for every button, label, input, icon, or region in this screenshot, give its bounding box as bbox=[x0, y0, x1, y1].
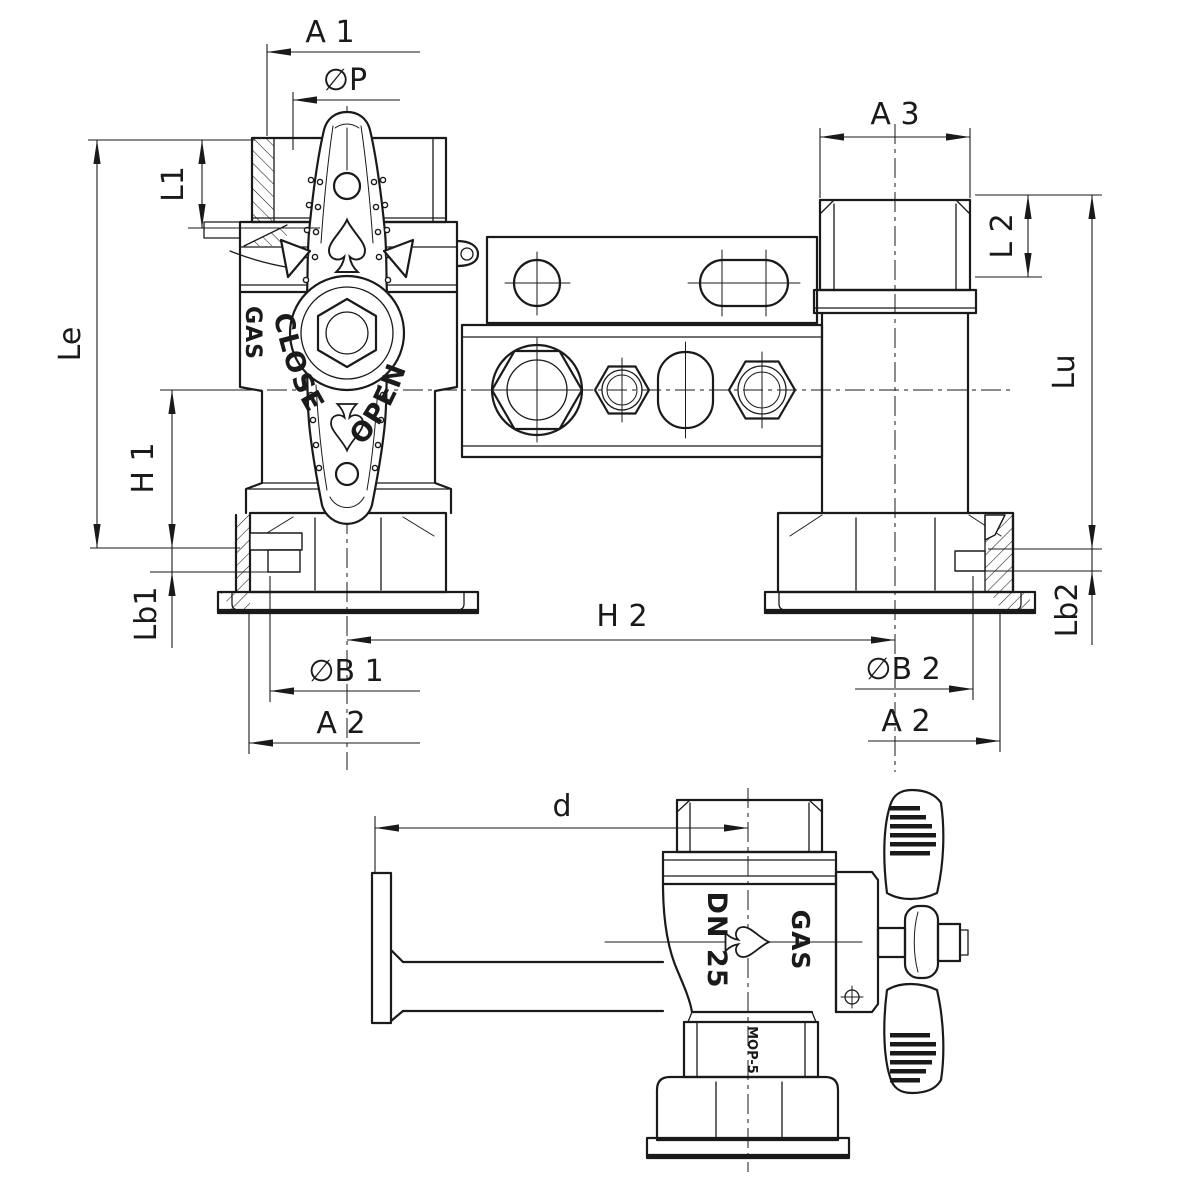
dim-lb1-label: Lb1 bbox=[129, 587, 164, 642]
valve-body-side: DN 25 GAS MOP-5 bbox=[645, 798, 880, 1160]
dim-l2: L 2 bbox=[975, 194, 1102, 278]
front-dimensions: A 1 ∅P Le L1 bbox=[53, 15, 1102, 754]
side-bottom-flange bbox=[645, 1136, 851, 1160]
dim-lu: Lu bbox=[988, 195, 1102, 550]
nut-right-bore-step bbox=[954, 550, 986, 572]
nut-bore-step1 bbox=[249, 532, 303, 551]
dim-p-label: ∅P bbox=[323, 63, 367, 98]
dim-le-label: Le bbox=[53, 327, 88, 362]
handle-hole-top bbox=[332, 171, 362, 201]
side-collar bbox=[661, 850, 838, 886]
left-valve bbox=[203, 136, 480, 615]
side-tab bbox=[203, 221, 241, 239]
dim-b2-label: ∅B 2 bbox=[865, 652, 940, 687]
dim-b2: ∅B 2 bbox=[855, 576, 974, 700]
dim-a3: A 3 bbox=[819, 97, 971, 198]
side-top-thread bbox=[675, 798, 824, 854]
dim-lb2-label: Lb2 bbox=[1050, 583, 1085, 638]
dim-a3-label: A 3 bbox=[870, 97, 919, 132]
ear-lug-hole bbox=[460, 247, 474, 261]
ear-lug bbox=[455, 239, 480, 268]
dim-h2: H 2 bbox=[347, 599, 895, 644]
stub-flange-disc bbox=[370, 871, 393, 1025]
manifold bbox=[460, 235, 824, 459]
handle-boss bbox=[288, 274, 406, 392]
dim-b1-label: ∅B 1 bbox=[308, 654, 383, 689]
front-view: CLOSE OPEN GAS A 1 ∅P bbox=[53, 15, 1102, 772]
side-union-nut bbox=[655, 1075, 840, 1142]
bracket-plate bbox=[485, 235, 819, 325]
dim-h2-label: H 2 bbox=[596, 599, 647, 634]
gas-marking-front: GAS bbox=[240, 306, 265, 360]
nut-section-hatch bbox=[236, 515, 250, 592]
stem-washer bbox=[959, 929, 969, 956]
nut-bore-step2 bbox=[267, 549, 301, 573]
dim-p: ∅P bbox=[292, 63, 400, 150]
dim-h1-label: H 1 bbox=[126, 442, 161, 493]
dim-a2-right-label: A 2 bbox=[881, 704, 930, 739]
dim-a1: A 1 bbox=[266, 15, 420, 136]
dim-l1: L1 bbox=[156, 140, 320, 229]
stem bbox=[876, 926, 907, 959]
flanged-stub bbox=[370, 871, 665, 1025]
close-arrow-triangle bbox=[279, 238, 312, 279]
mop-marking: MOP-5 bbox=[744, 1026, 759, 1074]
side-view: DN 25 GAS MOP-5 bbox=[370, 788, 969, 1172]
dim-lb1: Lb1 bbox=[129, 548, 272, 648]
dim-lu-label: Lu bbox=[1047, 354, 1082, 389]
dim-d: d bbox=[374, 789, 748, 874]
dim-a2-left: A 2 bbox=[248, 614, 420, 754]
dim-b1: ∅B 1 bbox=[269, 576, 420, 702]
hex-nut-small bbox=[593, 365, 651, 415]
open-arrow-triangle bbox=[382, 238, 415, 279]
gas-marking-side: GAS bbox=[786, 910, 815, 971]
right-pipe bbox=[763, 198, 1037, 615]
dim-a2-left-label: A 2 bbox=[316, 706, 365, 741]
wing-handle: CLOSE OPEN bbox=[267, 110, 415, 525]
body-right-edge bbox=[433, 290, 459, 515]
hex-nut-medium bbox=[727, 360, 797, 420]
handle-mount-plate bbox=[834, 870, 880, 1014]
dim-lb2: Lb2 bbox=[978, 549, 1102, 645]
handle-hub bbox=[903, 904, 940, 980]
dim-l2-label: L 2 bbox=[985, 213, 1020, 258]
dim-d-label: d bbox=[552, 789, 571, 824]
side-body-left bbox=[661, 882, 694, 1014]
bottom-flange-right bbox=[763, 590, 1037, 615]
thread-section-hatch bbox=[252, 138, 274, 222]
body-left-edge bbox=[238, 290, 264, 515]
handle-hole-bottom bbox=[334, 461, 360, 487]
handle-wing-lower bbox=[883, 982, 945, 1095]
dim-le: Le bbox=[53, 139, 255, 549]
wing-upper-ribs bbox=[890, 806, 936, 856]
dim-h1: H 1 bbox=[126, 389, 250, 548]
wing-lower-ribs bbox=[890, 1033, 936, 1083]
pipe-collar bbox=[812, 288, 978, 315]
dim-l1-label: L1 bbox=[156, 166, 191, 202]
dim-a1-label: A 1 bbox=[305, 15, 354, 50]
bottom-flange bbox=[216, 590, 480, 615]
handle-side bbox=[876, 788, 969, 1095]
stem-nut-side bbox=[936, 922, 962, 963]
dim-a2-right: A 2 bbox=[868, 614, 1001, 752]
stem-hex-nut bbox=[316, 297, 378, 369]
